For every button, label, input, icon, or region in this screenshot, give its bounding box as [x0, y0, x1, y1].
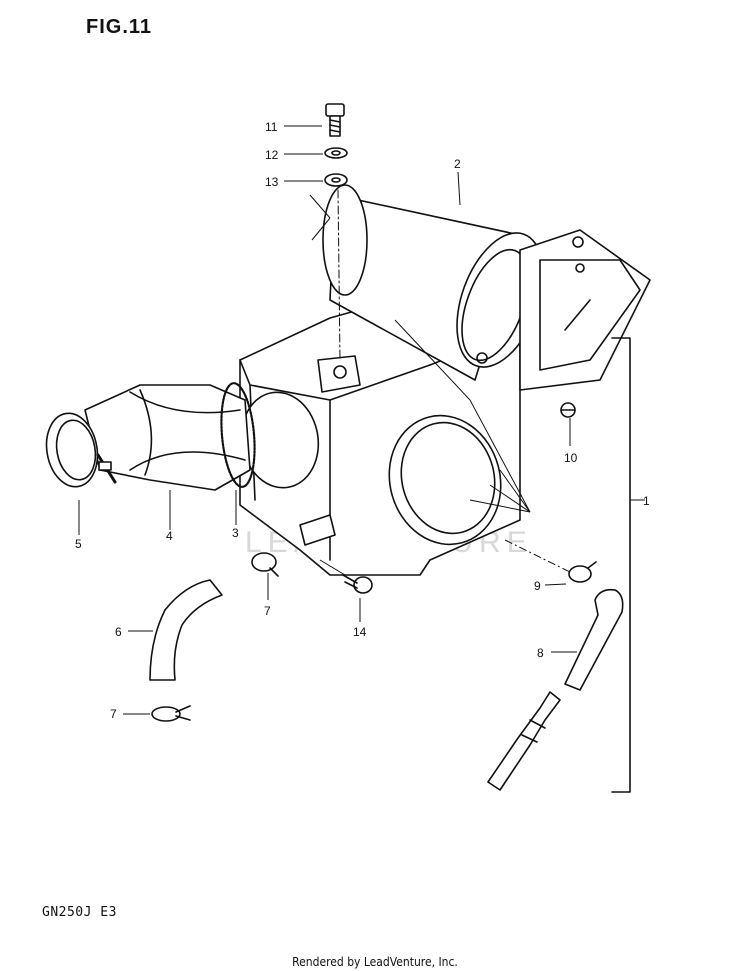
- breather-hose: [149, 579, 223, 681]
- intake-cover: [476, 229, 651, 391]
- hose-clip-lower: [151, 705, 191, 722]
- callout-7-lower: 7: [110, 707, 117, 721]
- callout-5: 5: [75, 537, 82, 551]
- callout-10: 10: [564, 451, 578, 465]
- footer-credit: Rendered by LeadVenture, Inc.: [292, 955, 458, 969]
- drain-clip: [568, 561, 597, 583]
- callout-6: 6: [115, 625, 122, 639]
- callout-2: 2: [454, 157, 461, 171]
- callout-labels: 11 12 13 2 10 1 5 4 3 7 6 7 9 8 14: [75, 120, 650, 721]
- drain-hose: [487, 588, 624, 791]
- hose-clip-upper: [251, 552, 279, 577]
- callout-12: 12: [265, 148, 279, 162]
- cover-screw: [560, 402, 576, 418]
- clamp-band: [220, 382, 256, 488]
- bolt-stack: [324, 103, 348, 361]
- assembly-bracket: [611, 337, 631, 793]
- mounting-screw: [342, 574, 373, 594]
- callout-1: 1: [643, 494, 650, 508]
- callout-13: 13: [265, 175, 279, 189]
- callout-9: 9: [534, 579, 541, 593]
- callout-11: 11: [265, 120, 278, 134]
- callout-14: 14: [353, 625, 367, 639]
- callout-8: 8: [537, 646, 544, 660]
- model-code: GN250J E3: [42, 905, 117, 920]
- callout-3: 3: [232, 526, 239, 540]
- callout-4: 4: [166, 529, 173, 543]
- figure-title: FIG.11: [86, 16, 153, 38]
- intake-pipe: [45, 384, 251, 491]
- callout-7-upper: 7: [264, 604, 271, 618]
